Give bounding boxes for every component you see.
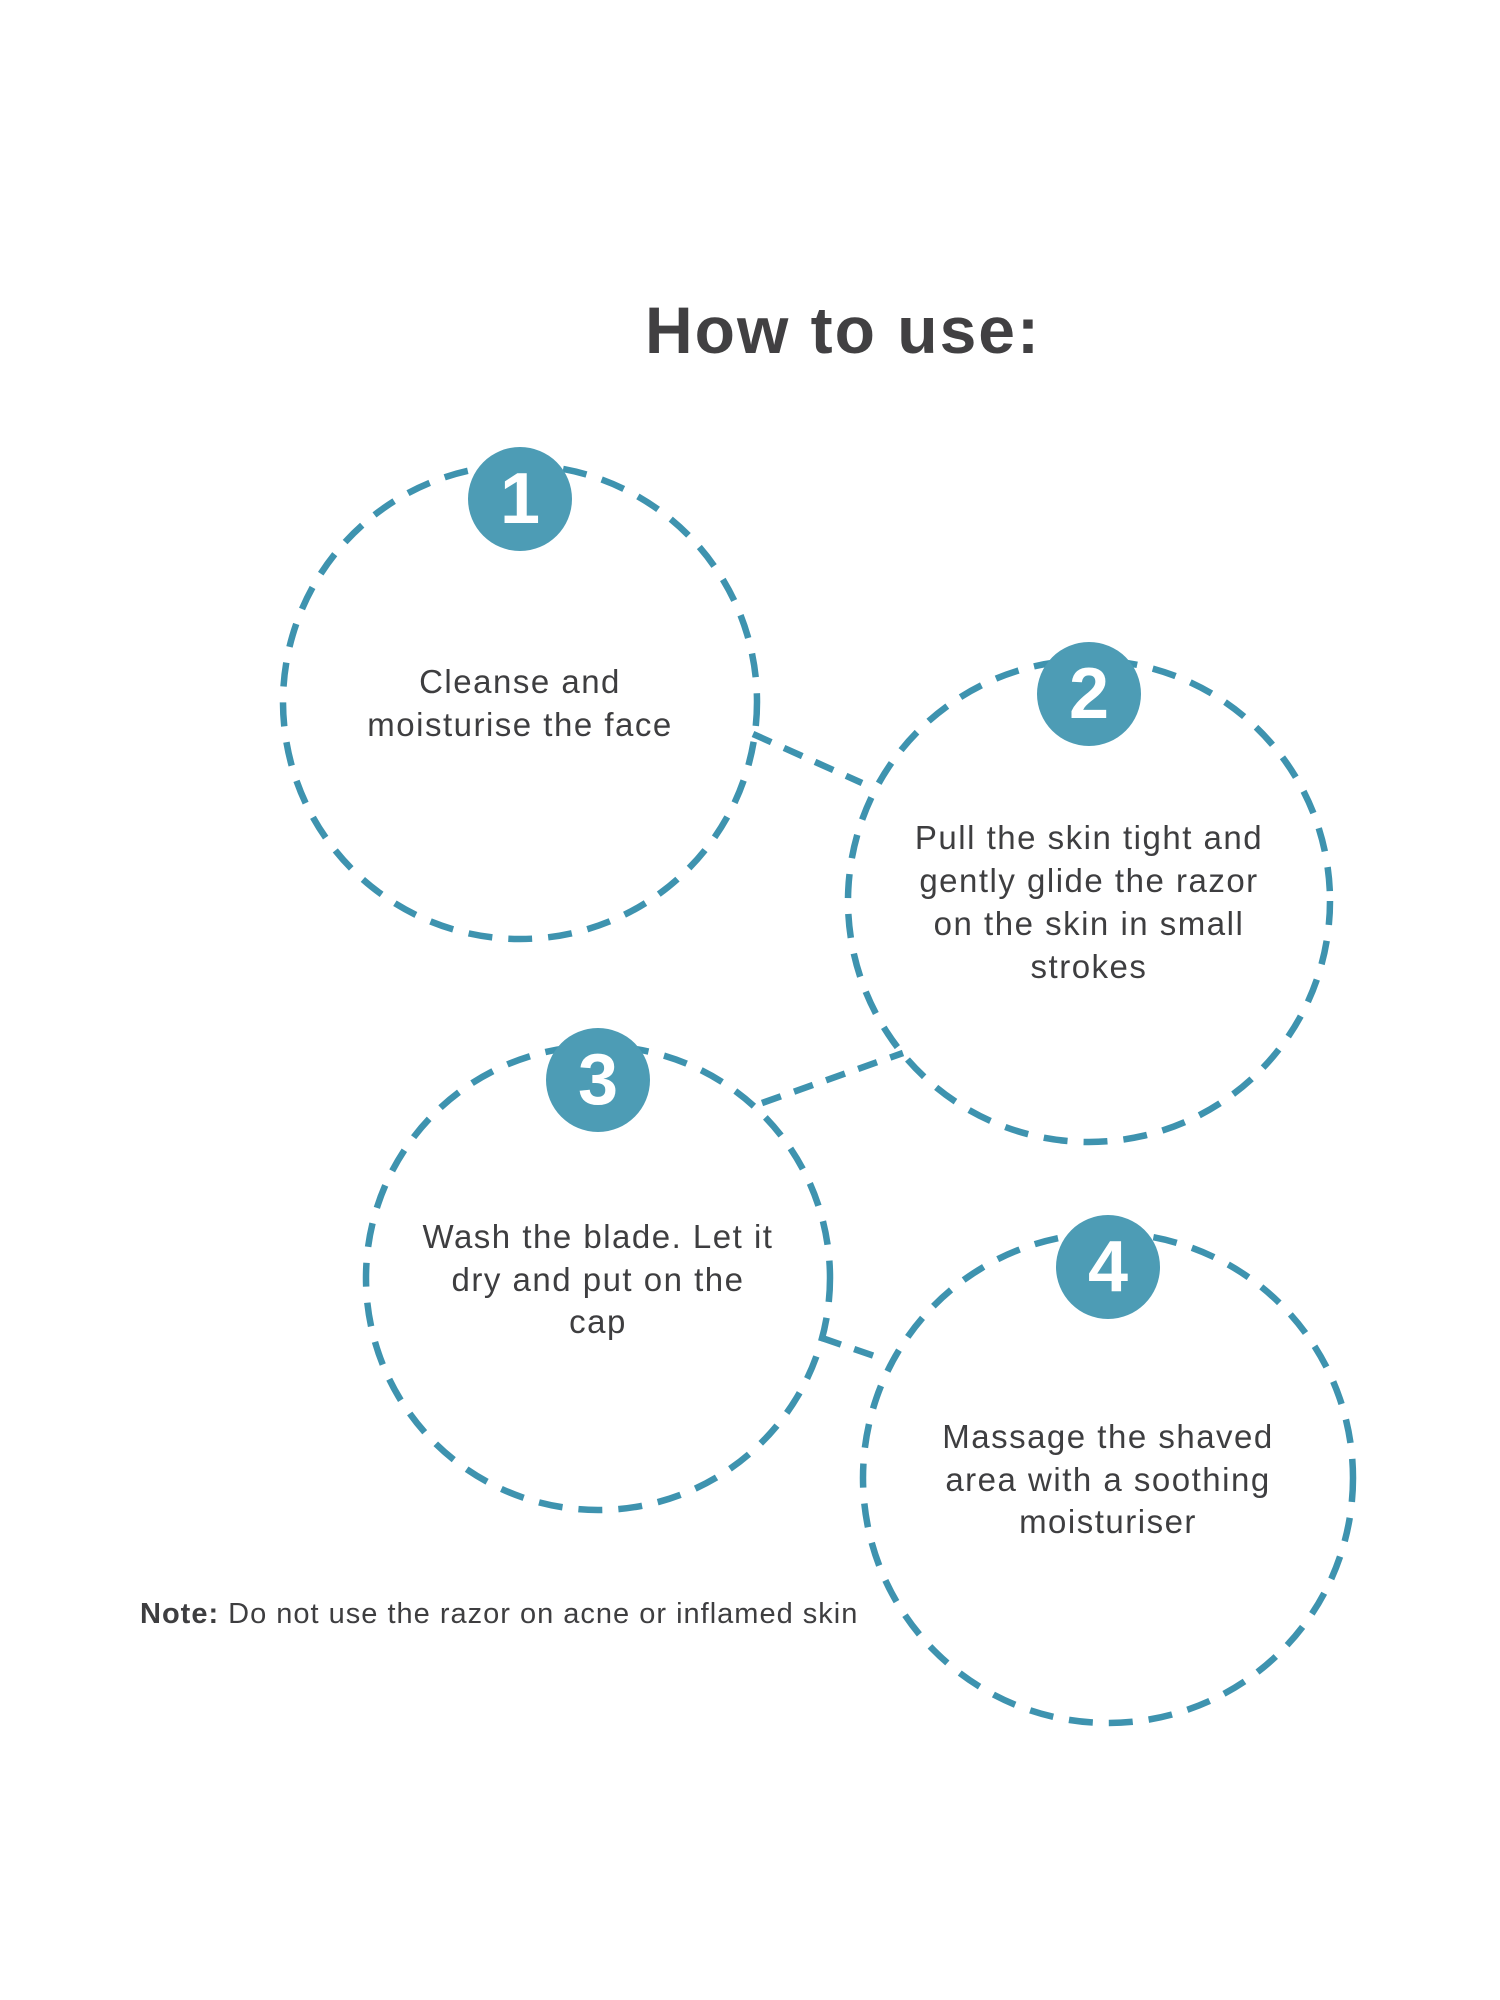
step-3-badge: 3: [546, 1028, 650, 1132]
note: Note: Do not use the razor on acne or in…: [140, 1598, 858, 1631]
connector-step1-step2: [751, 731, 864, 786]
step-1-number: 1: [499, 459, 541, 539]
step-3: 3 Wash the blade. Let it dry and put on …: [366, 1028, 830, 1510]
connector-step3-step4: [820, 1334, 882, 1362]
connector-step3-step2: [760, 1049, 905, 1107]
step-4-text: Massage the shaved area with a soothing …: [942, 1417, 1274, 1541]
step-4-number: 4: [1087, 1227, 1129, 1307]
step-1-dashed-circle: [279, 461, 761, 943]
step-1-text: Cleanse and moisturise the face: [367, 663, 673, 743]
step-4: 4 Massage the shaved area with a soothin…: [863, 1215, 1353, 1723]
step-2-number: 2: [1068, 654, 1110, 734]
note-text: Do not use the razor on acne or inflamed…: [228, 1598, 859, 1630]
note-label: Note:: [140, 1598, 220, 1630]
step-4-badge: 4: [1056, 1215, 1160, 1319]
step-1-badge: 1: [468, 447, 572, 551]
step-2-badge: 2: [1037, 642, 1141, 746]
step-3-text: Wash the blade. Let it dry and put on th…: [422, 1217, 774, 1341]
step-3-number: 3: [577, 1040, 619, 1120]
step-4-dashed-circle: [859, 1229, 1357, 1727]
page-title: How to use:: [645, 293, 1041, 367]
step-2-text: Pull the skin tight and gently glide the…: [914, 819, 1264, 985]
step-2: 2 Pull the skin tight and gently glide t…: [848, 642, 1330, 1142]
step-1: 1 Cleanse and moisturise the face: [283, 447, 757, 939]
